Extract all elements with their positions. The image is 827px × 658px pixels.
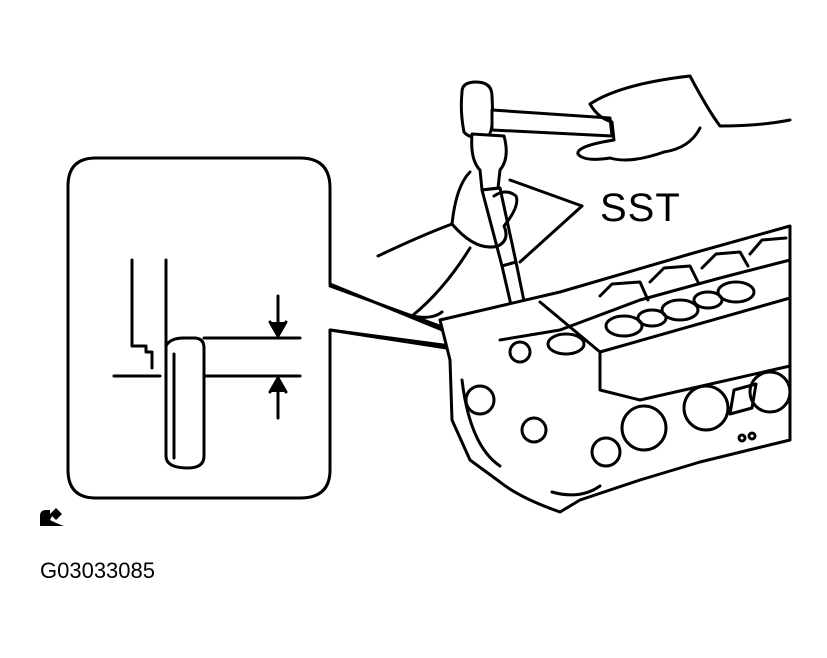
inset-valve-guide: [114, 338, 300, 468]
inset-dimension-arrows: [270, 296, 286, 418]
upper-hand: [578, 76, 790, 160]
inset-drift-pin: [132, 260, 166, 368]
figure-code: G03033085: [40, 558, 155, 583]
sst-label: SST: [600, 186, 681, 230]
lower-hand: [378, 172, 517, 317]
sst-pointer: [510, 180, 582, 262]
hammer: [461, 82, 612, 137]
wrench-mark-icon: [40, 508, 64, 526]
cylinder-head: [440, 226, 790, 512]
